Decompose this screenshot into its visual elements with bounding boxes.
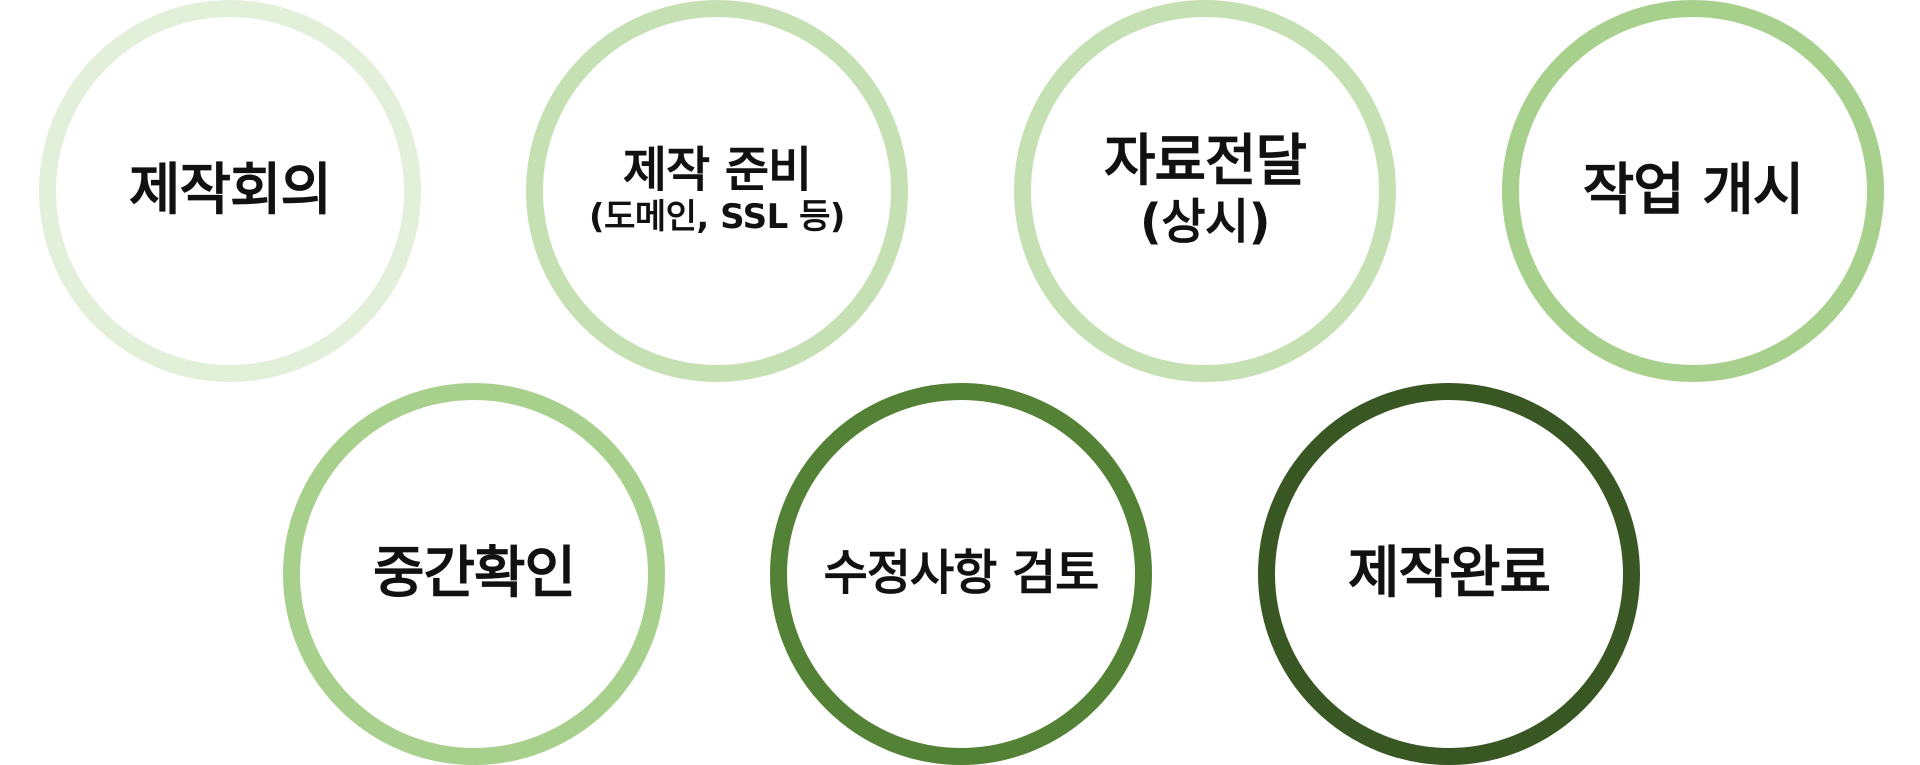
step-title: 제작완료	[1347, 540, 1551, 606]
step-title: 수정사항 검토	[823, 545, 1100, 602]
step-title: 제작회의	[128, 157, 332, 223]
step-subtitle: (도메인, SSL 등)	[589, 197, 845, 238]
step-circle-revision-review: 수정사항 검토	[770, 383, 1152, 765]
step-title: 자료전달	[1103, 128, 1307, 194]
step-circle-meeting: 제작회의	[39, 0, 421, 382]
step-title: 중간확인	[372, 540, 576, 606]
step-circle-work-start: 작업 개시	[1502, 0, 1884, 382]
step-circle-preparation: 제작 준비 (도메인, SSL 등)	[526, 0, 908, 382]
step-circle-completion: 제작완료	[1258, 383, 1640, 765]
step-circle-midpoint-check: 중간확인	[283, 383, 665, 765]
step-title: 작업 개시	[1582, 157, 1805, 223]
step-circle-material-delivery: 자료전달 (상시)	[1014, 0, 1396, 382]
step-title: 제작 준비	[622, 141, 812, 198]
step-subtitle: (상시)	[1139, 193, 1271, 250]
